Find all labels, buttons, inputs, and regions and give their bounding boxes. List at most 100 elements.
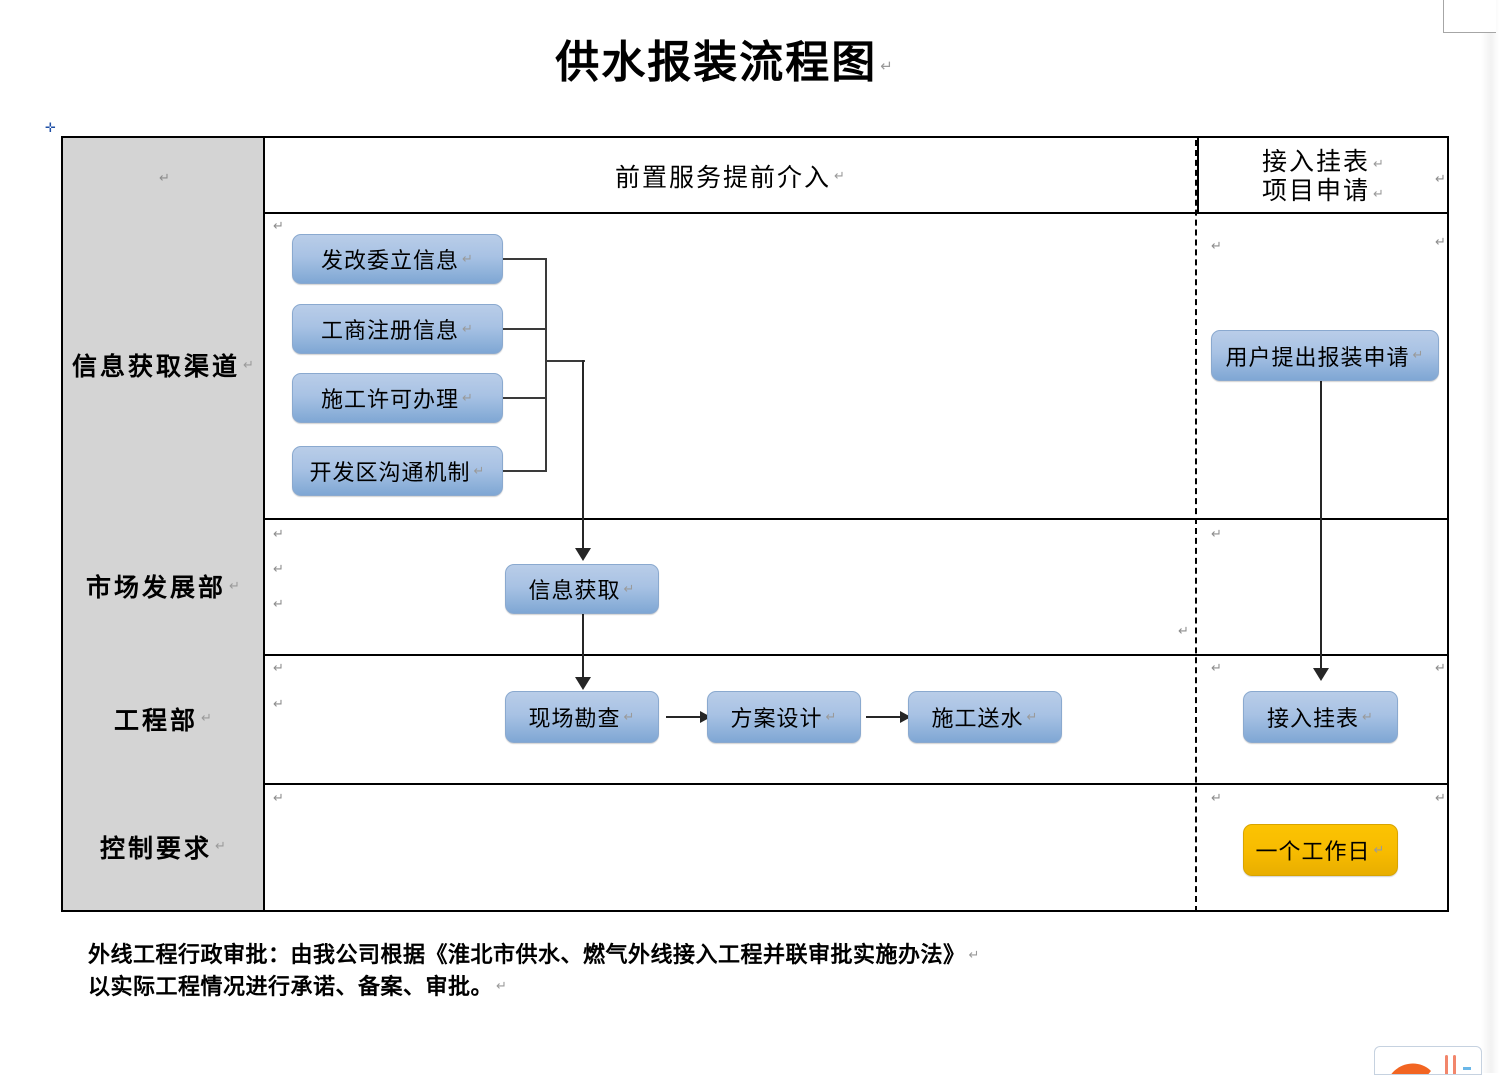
- row-label-control-req: 控制要求↵: [63, 783, 263, 910]
- pilcrow-mark: ↵: [1211, 791, 1222, 806]
- icon-bar-1: [1445, 1055, 1448, 1074]
- pilcrow-mark: ↵: [201, 711, 212, 726]
- row-label-text: 工程部: [114, 705, 199, 735]
- pilcrow-mark: ↵: [834, 168, 845, 184]
- flow-box-site-survey[interactable]: 现场勘查↵: [505, 691, 659, 743]
- row-label-market-dev: 市场发展部↵: [63, 518, 263, 654]
- flow-box-label: 接入挂表: [1267, 707, 1360, 732]
- flow-box-label: 施工许可办理: [321, 388, 460, 413]
- pilcrow-mark: ↵: [273, 791, 284, 806]
- pilcrow-mark: ↵: [1362, 709, 1374, 725]
- flow-box-ndrc-info[interactable]: 发改委立信息↵: [292, 234, 503, 284]
- pilcrow-mark: ↵: [1373, 842, 1386, 858]
- pilcrow-mark: ↵: [462, 321, 474, 337]
- flow-box-connection-meter[interactable]: 接入挂表↵: [1243, 691, 1398, 743]
- row-divider-header: [63, 212, 1447, 214]
- header-connection-line1: 接入挂表: [1262, 146, 1371, 176]
- pilcrow-mark: ↵: [273, 697, 284, 712]
- header-cell-blank: ↵: [63, 138, 263, 214]
- pilcrow-mark: ↵: [273, 597, 284, 612]
- icon-accent-dot: [1463, 1067, 1471, 1070]
- flow-box-info-acquire[interactable]: 信息获取↵: [505, 564, 659, 614]
- footnote-line-1: 外线工程行政审批：由我公司根据《淮北市供水、燃气外线接入工程并联审批实施办法》: [88, 942, 966, 968]
- footnote-line-2: 以实际工程情况进行承诺、备案、审批。: [88, 973, 494, 1000]
- pilcrow-mark: ↵: [1373, 186, 1384, 202]
- pilcrow-mark: ↵: [880, 56, 895, 75]
- flow-box-label: 施工送水: [931, 707, 1024, 732]
- pilcrow-mark: ↵: [1026, 709, 1039, 725]
- row-label-text: 控制要求: [100, 833, 213, 863]
- row-divider-2: [63, 654, 1447, 656]
- connector-bracket-to-trunk: [545, 360, 585, 362]
- flow-box-label: 用户提出报装申请: [1225, 345, 1410, 371]
- flow-box-construct-supply[interactable]: 施工送水↵: [908, 691, 1062, 743]
- flow-box-user-application[interactable]: 用户提出报装申请↵: [1211, 330, 1439, 381]
- pilcrow-mark: ↵: [462, 251, 474, 267]
- table-move-handle[interactable]: ✛: [45, 121, 56, 136]
- connector-info-to-survey: [582, 614, 584, 680]
- pilcrow-mark: ↵: [1178, 624, 1189, 639]
- connector-source-4: [503, 470, 547, 472]
- connector-source-3: [503, 397, 547, 399]
- flow-box-label: 一个工作日: [1255, 840, 1371, 865]
- pilcrow-mark: ↵: [215, 839, 226, 854]
- flow-box-label: 方案设计: [730, 707, 823, 732]
- process-table: ↵ 前置服务提前介入↵ 接入挂表↵ 项目申请↵ ↵ 信息获取渠道↵ ↵ ↵ ↵ …: [61, 136, 1449, 912]
- arrow-design-to-construct: [900, 711, 911, 723]
- page-right-edge: [1481, 0, 1499, 1073]
- page-title: 供水报装流程图↵: [0, 26, 1450, 90]
- connector-bracket-vertical: [545, 258, 547, 472]
- flow-box-business-registration[interactable]: 工商注册信息↵: [292, 304, 503, 354]
- connector-source-1: [503, 258, 547, 260]
- pilcrow-mark: ↵: [825, 709, 838, 725]
- arrow-survey-to-design: [700, 711, 711, 723]
- header-cell-connection-application: 接入挂表↵ 项目申请↵: [1197, 138, 1449, 214]
- pilcrow-mark: ↵: [1435, 791, 1446, 806]
- connector-design-to-construct: [866, 716, 902, 718]
- column-separator-right: [1197, 138, 1199, 212]
- pilcrow-mark: ↵: [1412, 348, 1425, 363]
- connector-survey-to-design: [666, 716, 702, 718]
- row-label-info-channels: 信息获取渠道↵: [63, 212, 263, 518]
- flow-box-label: 发改委立信息: [321, 249, 460, 274]
- pilcrow-mark: ↵: [968, 947, 980, 963]
- pilcrow-mark: ↵: [1211, 527, 1222, 542]
- header-cell-preservice: 前置服务提前介入↵: [263, 138, 1197, 214]
- flow-box-scheme-design[interactable]: 方案设计↵: [707, 691, 861, 743]
- taskbar-app-icon[interactable]: [1374, 1046, 1482, 1075]
- pilcrow-mark: ↵: [1435, 661, 1446, 676]
- orange-swoosh-icon: [1391, 1063, 1431, 1074]
- flow-box-label: 开发区沟通机制: [309, 461, 471, 486]
- page-corner-marker: [1443, 0, 1496, 33]
- connector-trunk-vertical: [582, 360, 584, 548]
- pilcrow-mark: ↵: [1211, 661, 1222, 676]
- pilcrow-mark: ↵: [1211, 239, 1222, 254]
- row-label-text: 市场发展部: [86, 573, 227, 602]
- pilcrow-mark: ↵: [273, 527, 284, 542]
- row-divider-3: [63, 783, 1447, 785]
- pilcrow-mark: ↵: [273, 562, 284, 577]
- arrow-into-survey: [575, 677, 591, 690]
- flow-box-label: 工商注册信息: [321, 319, 460, 344]
- column-separator-labels: [263, 138, 265, 910]
- flow-box-construction-permit[interactable]: 施工许可办理↵: [292, 373, 503, 423]
- pilcrow-mark: ↵: [1435, 172, 1446, 187]
- dashed-column-divider: [1195, 140, 1197, 912]
- flow-box-label: 现场勘查: [528, 707, 621, 732]
- pilcrow-mark: ↵: [1373, 157, 1384, 173]
- row-label-text: 信息获取渠道: [72, 352, 241, 381]
- pilcrow-mark: ↵: [243, 357, 254, 373]
- flow-box-one-working-day[interactable]: 一个工作日↵: [1243, 824, 1398, 876]
- pilcrow-mark: ↵: [623, 709, 636, 725]
- row-label-engineering: 工程部↵: [63, 654, 263, 783]
- pilcrow-mark: ↵: [473, 463, 486, 479]
- pilcrow-mark: ↵: [229, 578, 240, 594]
- pilcrow-mark: ↵: [462, 390, 474, 406]
- pilcrow-mark: ↵: [273, 219, 284, 234]
- arrow-into-info-acquire: [575, 548, 591, 561]
- pilcrow-mark: ↵: [1435, 235, 1446, 250]
- header-preservice-label: 前置服务提前介入: [615, 163, 832, 192]
- flow-box-devzone-communication[interactable]: 开发区沟通机制↵: [292, 446, 503, 496]
- connector-source-2: [503, 328, 547, 330]
